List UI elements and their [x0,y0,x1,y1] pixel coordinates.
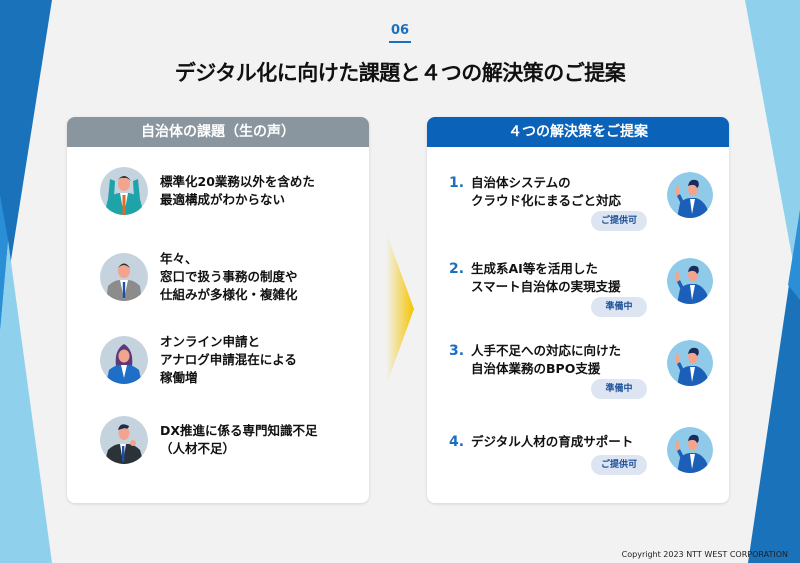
issue-item: オンライン申請と アナログ申請混在による 稼働増 [100,333,297,387]
man-gray-suit-avatar-icon [100,253,148,301]
status-badge: ご提供可 [591,455,647,475]
status-badge: ご提供可 [591,211,647,231]
solution-item: 1. 自治体システムの クラウド化にまるごと対応 ご提供可 [449,172,719,234]
issues-panel-header: 自治体の課題（生の声） [67,117,369,147]
status-badge: 準備中 [591,379,647,399]
woman-pointing-avatar-icon [667,258,713,304]
slide-number: 06 [390,23,410,38]
man-hands-on-head-avatar-icon [100,167,148,215]
issue-item: 標準化20業務以外を含めた 最適構成がわからない [100,167,315,215]
page-title: デジタル化に向けた課題と４つの解決策のご提案 [174,61,626,85]
issues-panel: 自治体の課題（生の声） 標準化20業務以外を含めた 最適構成がわからない 年々、… [67,117,369,503]
status-badge: 準備中 [591,297,647,317]
solution-text: デジタル人材の育成サポート [471,434,634,449]
solutions-panel-header: ４つの解決策をご提案 [427,117,729,147]
solution-number: 4. [449,434,465,450]
solution-number: 3. [449,343,465,359]
woman-pointing-avatar-icon [667,340,713,386]
man-dark-suit-avatar-icon [100,416,148,464]
slide-number-underline [389,41,411,43]
solution-number: 1. [449,175,465,191]
issue-text: オンライン申請と アナログ申請混在による 稼働増 [160,334,297,385]
copyright: Copyright 2023 NTT WEST CORPORATION [621,550,788,559]
woman-pointing-avatar-icon [667,427,713,473]
solution-item: 2. 生成系AI等を活用した スマート自治体の実現支援 準備中 [449,258,719,320]
issue-text: 標準化20業務以外を含めた 最適構成がわからない [160,174,315,207]
solution-text: 生成系AI等を活用した スマート自治体の実現支援 [471,261,621,294]
issue-item: DX推進に係る専門知識不足 （人材不足） [100,416,318,464]
issue-text: 年々、 窓口で扱う事務の制度や 仕組みが多様化・複雑化 [160,251,298,302]
arrow-right-icon [386,232,414,386]
solution-number: 2. [449,261,465,277]
issue-text: DX推進に係る専門知識不足 （人材不足） [160,423,318,456]
solution-item: 4. デジタル人材の育成サポート ご提供可 [449,427,719,493]
solution-text: 人手不足への対応に向けた 自治体業務のBPO支援 [471,343,622,376]
woman-blue-suit-avatar-icon [100,336,148,384]
issue-item: 年々、 窓口で扱う事務の制度や 仕組みが多様化・複雑化 [100,250,298,304]
solution-item: 3. 人手不足への対応に向けた 自治体業務のBPO支援 準備中 [449,340,719,402]
solutions-panel: ４つの解決策をご提案 1. 自治体システムの クラウド化にまるごと対応 ご提供可… [427,117,729,503]
woman-pointing-avatar-icon [667,172,713,218]
solution-text: 自治体システムの クラウド化にまるごと対応 [471,175,622,208]
